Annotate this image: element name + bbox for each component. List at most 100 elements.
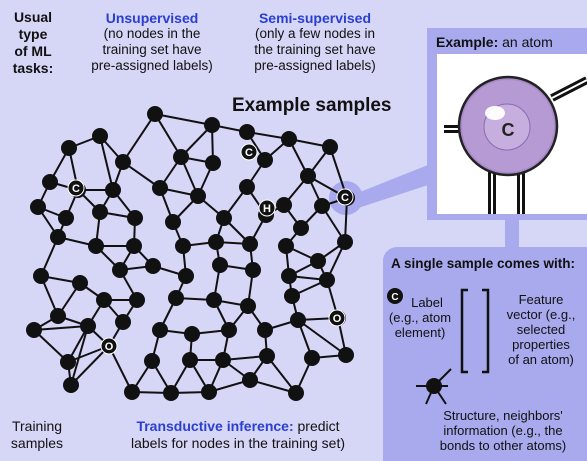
graph-node (30, 199, 46, 215)
legend-structure-text: Structure, neighbors' information (e.g.,… (418, 408, 587, 453)
graph-node (178, 268, 194, 284)
labeled-node (100, 337, 118, 355)
graph-node (284, 288, 300, 304)
graph-node (168, 290, 184, 306)
graph-node (319, 272, 335, 288)
task-title: Unsupervised (105, 10, 199, 26)
labeled-node (336, 188, 354, 206)
graph-node (288, 385, 304, 401)
graph-node (165, 214, 181, 230)
graph-node (61, 140, 77, 156)
graph-edge (108, 345, 133, 393)
footer-line: Training (11, 418, 63, 434)
task-desc-line: the training set have (254, 42, 376, 57)
heading-line: tasks: (12, 60, 54, 76)
legend-line: Feature (518, 292, 564, 307)
graph-edge (70, 345, 110, 386)
graph-node (190, 188, 206, 204)
panel-connector (505, 218, 519, 250)
graph-node (245, 262, 261, 278)
legend-line: Label (411, 295, 443, 310)
legend-line: information (e.g., the (443, 423, 563, 438)
samples-title: Example samples (232, 95, 392, 116)
graph-node (257, 322, 273, 338)
graph-node (290, 312, 306, 328)
footer-line: labels for nodes in the training set) (130, 435, 345, 451)
graph-node (129, 292, 145, 308)
sample-box-title: A single sample comes with: (391, 256, 576, 271)
graph-edge (70, 325, 89, 386)
labeled-node (258, 199, 276, 217)
graph-node (206, 292, 222, 308)
footer-line: Transductive inference: predict (94, 418, 382, 435)
graph-node (175, 238, 191, 254)
heading-line: of ML (14, 43, 52, 59)
legend-line: of an atom) (508, 352, 574, 367)
atom-drawing (444, 75, 587, 214)
graph-node (33, 268, 49, 284)
graph-node (337, 234, 353, 250)
graph-edge (122, 113, 156, 163)
structure-icon (416, 368, 452, 405)
atom-box-title-bold: Example: (436, 34, 499, 50)
graph-node (300, 168, 316, 184)
graph-edge (154, 113, 182, 158)
graph-node (145, 258, 161, 274)
training-samples-label: Training samples (4, 418, 70, 452)
transductive-rest: predict (293, 418, 340, 434)
graph-node (281, 131, 297, 147)
labeled-node (67, 179, 85, 197)
task-desc-line: (only a few nodes in (254, 26, 376, 41)
graph-node (239, 179, 255, 195)
graph-node (205, 155, 221, 171)
task-desc-line: pre-assigned labels) (91, 58, 213, 73)
graph-node (63, 377, 79, 393)
zoom-connector (345, 165, 428, 210)
atom-box-title-rest: an atom (498, 34, 553, 50)
node-label: O (105, 341, 114, 353)
graph-node (144, 353, 160, 369)
node-label: C (72, 183, 80, 195)
task-desc-line: training set have (102, 42, 202, 57)
graph-node (58, 210, 74, 226)
graph-node (276, 197, 292, 213)
graph-node (314, 198, 330, 214)
legend-label-text: Label (e.g., atom element) (384, 295, 456, 340)
legend-line: bonds to other atoms) (439, 438, 567, 453)
task-unsupervised: Unsupervised (no nodes in the training s… (72, 10, 232, 74)
node-label: C (245, 147, 253, 159)
labeled-node (328, 309, 346, 327)
graph-node (126, 238, 142, 254)
graph-node (26, 322, 42, 338)
graph-node (182, 352, 198, 368)
legend-label-letter: C (391, 292, 398, 303)
node-label: C (341, 192, 349, 204)
graph-node (239, 124, 255, 140)
graph-node (152, 180, 168, 196)
bracket-left-icon (460, 288, 468, 374)
graph-node (88, 238, 104, 254)
graph-node (212, 257, 228, 273)
graph-node (92, 128, 108, 144)
graph-node (310, 253, 326, 269)
task-desc-line: pre-assigned labels) (254, 58, 376, 73)
legend-line: selected (516, 322, 566, 337)
graph-node (173, 149, 189, 165)
legend-line: properties (512, 337, 570, 352)
heading-line: Usual (13, 9, 53, 25)
graph-node (124, 384, 140, 400)
legend-label-icon (387, 288, 403, 304)
graph-node (115, 314, 131, 330)
graph-node (147, 106, 163, 122)
graph-node (115, 154, 131, 170)
legend-line: element) (394, 325, 446, 340)
transductive-caption: Transductive inference: predict labels f… (94, 418, 382, 452)
bracket-right-icon (482, 288, 490, 374)
legend-line: (e.g., atom (388, 310, 452, 325)
graph-node (242, 372, 258, 388)
labeled-node (240, 143, 258, 161)
transductive-bold: Transductive inference: (136, 418, 294, 434)
footer-line: samples (10, 435, 64, 451)
